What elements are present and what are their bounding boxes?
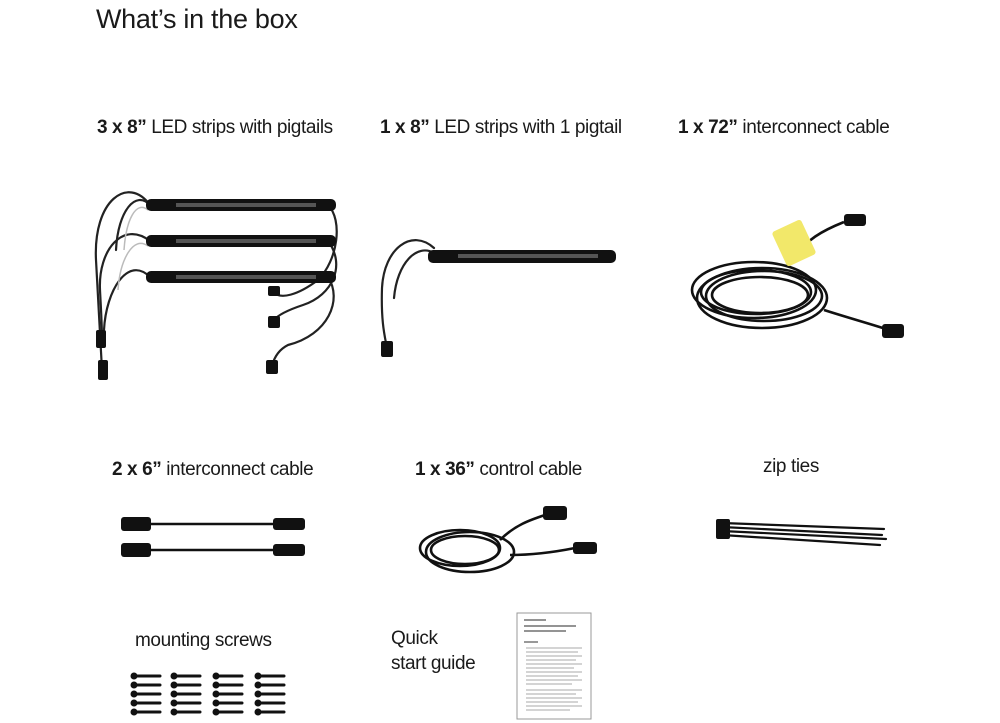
item-label-led-strips-3: 3 x 8” LED strips with pigtails [97,117,333,138]
item-label-control-cable: 1 x 36” control cable [415,459,582,480]
item-label-6-cable: 2 x 6” interconnect cable [112,459,314,480]
cable-72-image [690,214,904,338]
zip-ties-image [716,519,888,547]
section-title: What’s in the box [96,4,298,34]
led-strips-3-image [94,191,338,380]
control-cable-image [418,506,597,574]
item-label-72-cable: 1 x 72” interconnect cable [678,117,890,138]
cable-6-image [121,517,305,557]
mounting-screws-image [130,672,286,716]
led-strip-1-image [380,239,616,357]
quick-start-guide-image [516,612,592,720]
item-label-zip-ties: zip ties [763,456,819,477]
item-label-mounting-screws: mounting screws [135,630,272,651]
item-label-led-strip-1: 1 x 8” LED strips with 1 pigtail [380,117,622,138]
